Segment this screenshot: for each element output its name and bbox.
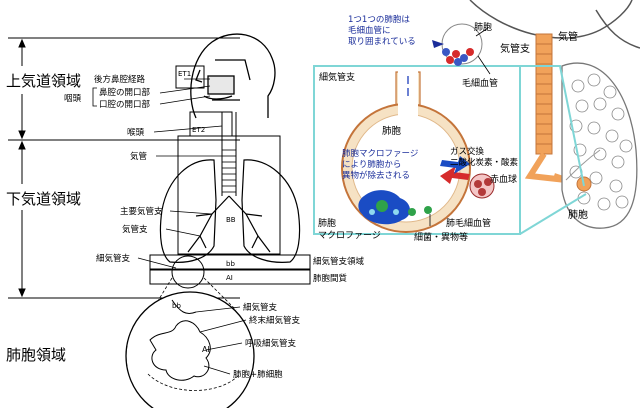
main-bronchus-label: 主要気管支 (120, 206, 163, 217)
rbc-label: 赤血球 (490, 173, 517, 185)
bronchiole-label-left: 細気管支 (96, 253, 131, 264)
alveolus-top-label: 肺胞 (474, 21, 492, 33)
alveolus-callout (313, 65, 587, 235)
capillary-top-label: 毛細血管 (462, 77, 498, 89)
body-outline (469, 0, 633, 39)
region-ruler (8, 37, 240, 299)
macrophage-note: 肺胞マクロファージにより肺胞から異物が除去される (342, 148, 418, 181)
alveolus-center-label: 肺胞 (382, 125, 402, 137)
trachea-label-left: 気管 (130, 151, 147, 162)
region-boxes (149, 65, 311, 285)
capillary-bottom-label: 肺毛細血管 (446, 217, 491, 229)
head-outline (190, 33, 276, 119)
lower-airway-region-label: 下気道領域 (6, 190, 81, 208)
gas-exchange-label: ガス交換二酸化炭素・酸素 (450, 146, 519, 168)
oral-opening-label: 口腔の開口部 (99, 99, 151, 110)
alveolus-lung-label: 肺胞 (568, 209, 588, 221)
bb-circle-code: bb (172, 302, 181, 310)
ai-code: AI (226, 274, 233, 282)
trachea-drawing (221, 112, 237, 196)
et1-code: ET1 (178, 70, 191, 78)
alveoli-label: 肺胞+肺細胞 (233, 369, 283, 380)
bronchus-label-right: 気管支 (500, 42, 530, 55)
magnified-alveolar-circle (125, 255, 255, 408)
shoulder-outline (595, 9, 640, 49)
larynx-label: 喉頭 (127, 127, 145, 138)
callout-note: 1つ1つの肺胞は毛細血管に取り囲まれている (348, 14, 416, 47)
pharynx-label: 咽頭 (64, 94, 82, 104)
red-blood-cells (469, 173, 495, 199)
ai-circle-code: AI (202, 345, 210, 354)
terminal-bronchiole-label: 終末細気管支 (249, 315, 301, 326)
left-leader-lines (92, 78, 247, 375)
alveolar-region-label: 肺胞領域 (6, 346, 66, 364)
posterior-nasal-label: 後方鼻腔経路 (94, 74, 146, 85)
lungs-drawing (159, 159, 301, 263)
bronchus-label-left: 気管支 (122, 224, 148, 235)
respiratory-bronchiole-label: 呼吸細気管支 (245, 338, 297, 349)
macrophage-label: 肺胞マクロファージ (318, 217, 381, 241)
upper-airway-region-label: 上気道領域 (6, 72, 81, 90)
bronchiole-region-label: 細気管支領域 (313, 256, 365, 267)
interstitium-label: 肺胞間質 (313, 273, 348, 284)
bb-small-code: bb (226, 260, 235, 268)
bacteria-label: 細菌・異物等 (414, 231, 468, 243)
left-anatomy-diagram: 上気道領域 下気道領域 肺胞領域 ET1 ET2 (6, 33, 365, 408)
trachea-orange (524, 33, 567, 183)
capillary-inset (432, 23, 491, 75)
bronchiole-label-right: 細気管支 (319, 71, 355, 83)
lung-right (561, 62, 638, 229)
right-alveolus-diagram: 気管 気管支 肺胞 (313, 0, 640, 243)
trachea-label-right: 気管 (558, 30, 578, 43)
nasal-opening-label: 鼻腔の開口部 (99, 87, 151, 98)
bronchiole-label-circle: 細気管支 (243, 302, 278, 313)
bb-code: BB (226, 216, 236, 224)
et2-code: ET2 (192, 126, 205, 134)
